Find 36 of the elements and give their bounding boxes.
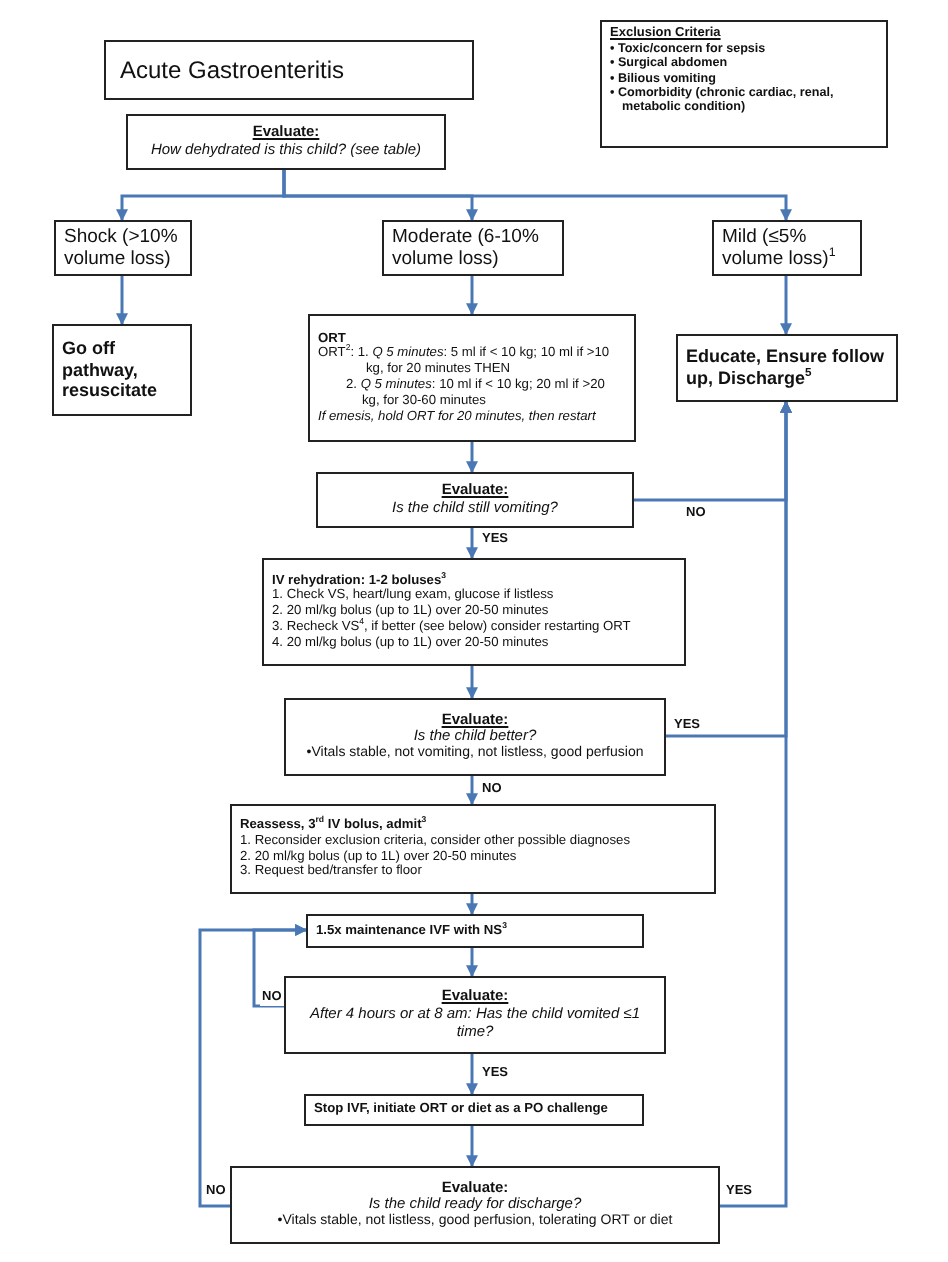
process-box [230,804,716,894]
box-text: Educate, Ensure follow up, Discharge$^{5}$ [686,346,887,390]
arrow [466,776,478,806]
decision-box [284,976,666,1054]
arrow [116,276,128,326]
box-text: Go off pathway, resuscitate [62,337,160,403]
process-box [262,558,686,666]
decision-box [316,472,634,528]
process-box [676,334,898,402]
arrow [466,442,478,474]
arrow [466,528,478,560]
arrow [466,1126,478,1168]
process-box [304,1094,644,1126]
box-text: Moderate (6-10% volume loss) [392,225,541,271]
process-box [54,220,192,276]
arrow [282,170,792,222]
title-box: Acute Gastroenteritis [104,40,474,100]
arrow [466,276,478,316]
process-box [306,914,644,948]
decision-box [284,698,666,776]
box-text: Shock (>10% volume loss) [64,225,180,271]
arrow [466,894,478,916]
decision-box [230,1166,720,1244]
process-box [712,220,862,276]
arrow [466,666,478,700]
arrow [198,924,308,1208]
decision-box [126,114,446,170]
process-box [382,220,564,276]
box-text: Mild (≤5% volume loss)$^{1}$ [722,225,838,271]
process-box [52,324,192,416]
arrow [466,1054,478,1096]
arrow [720,400,792,1208]
arrow [466,948,478,978]
arrow [780,276,792,336]
process-box [308,314,636,442]
note-box [600,20,888,148]
